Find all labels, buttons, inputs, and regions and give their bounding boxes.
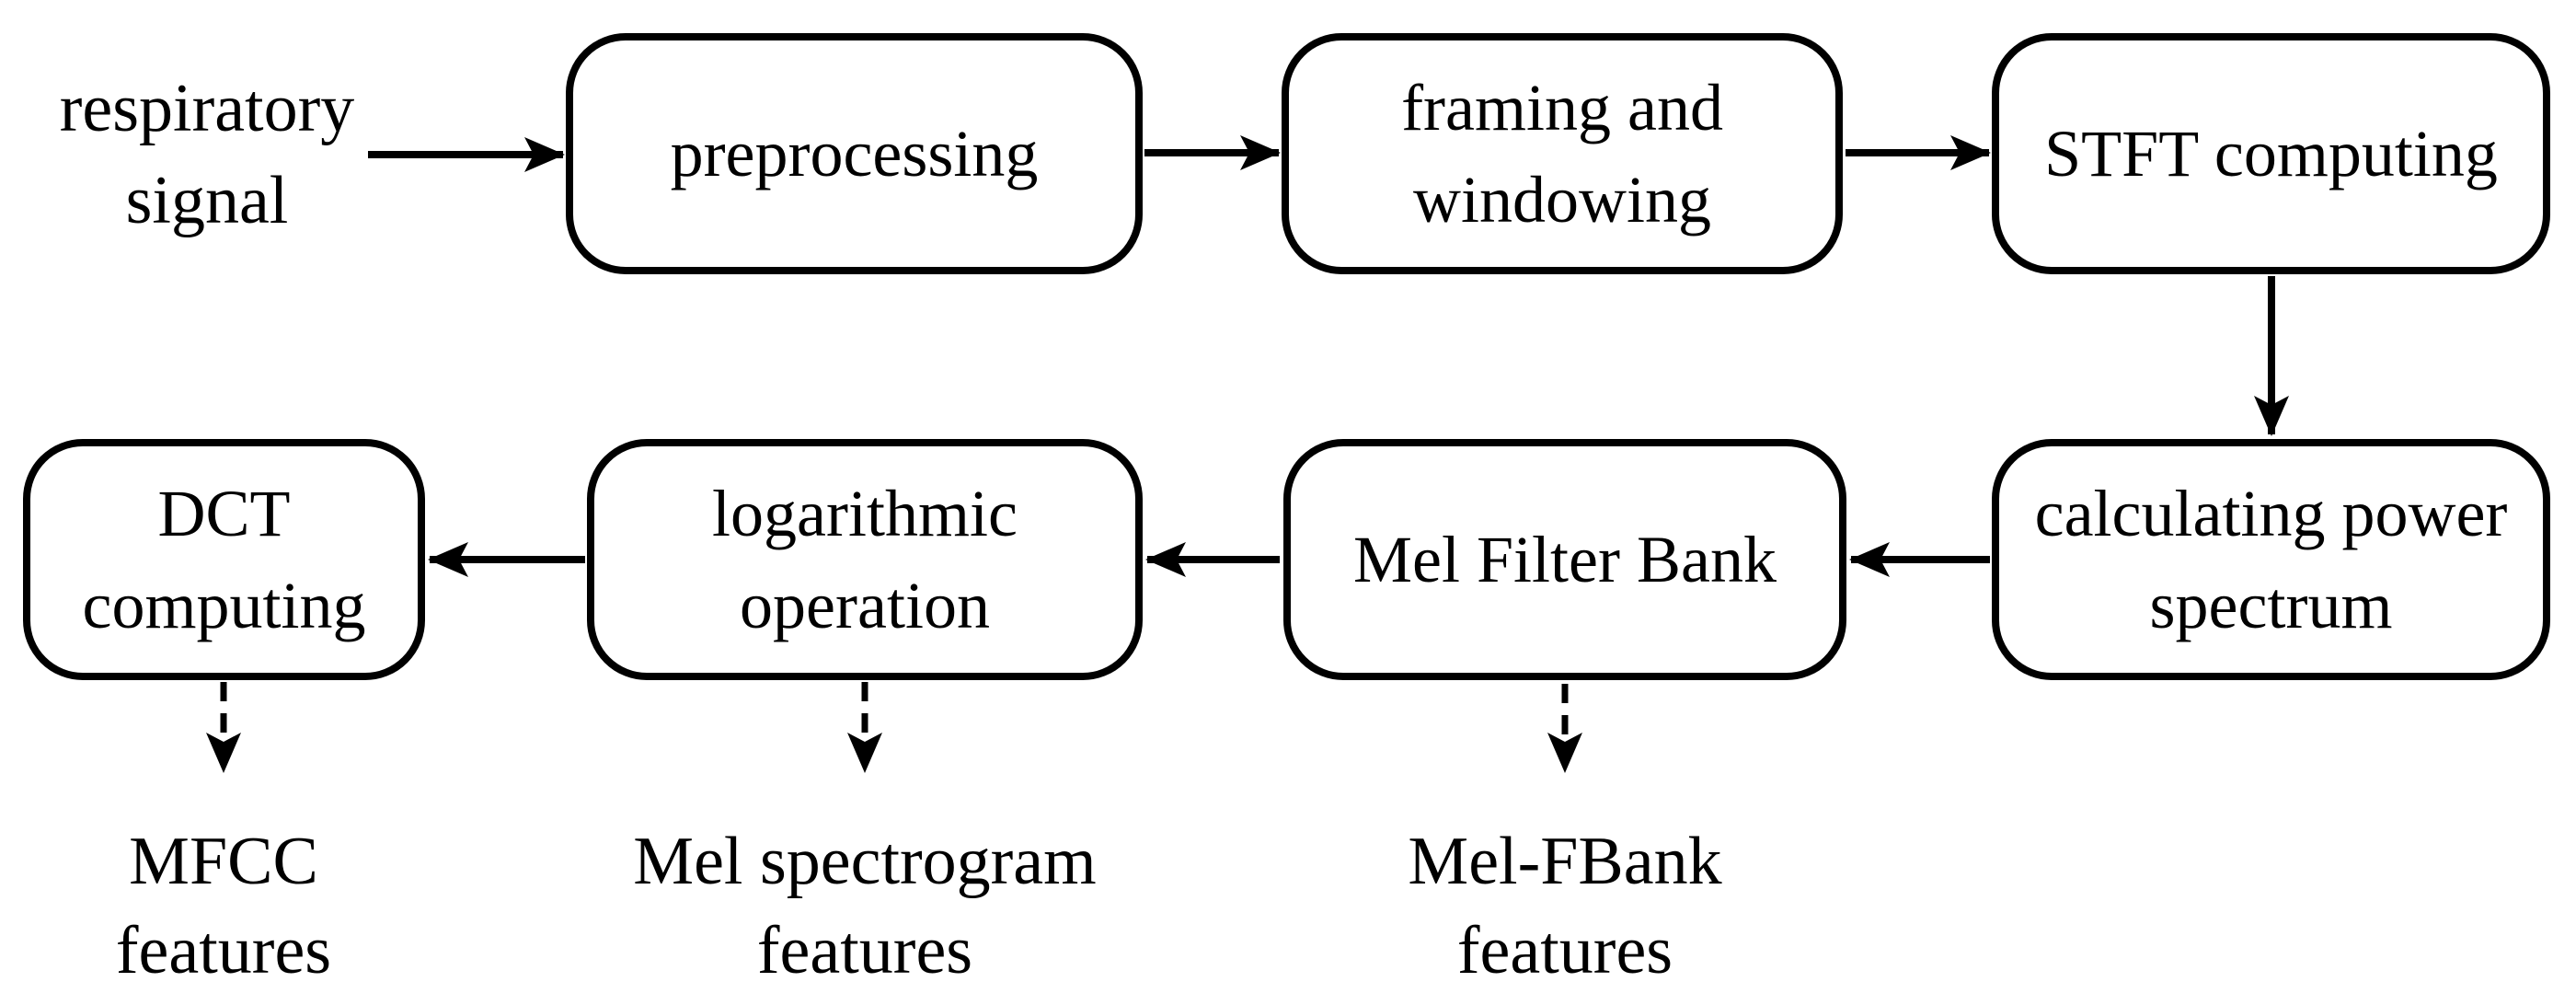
node-dct-computing: DCT computing [23,439,425,680]
node-stft-computing: STFT computing [1992,33,2550,274]
label-line: features [115,913,332,988]
node-label: DCT [157,477,291,550]
node-framing-windowing: framing and windowing [1282,33,1843,274]
node-label: preprocessing [670,117,1039,191]
node-label: STFT computing [2044,117,2498,191]
label-line: respiratory [59,71,355,146]
label-line: features [1456,913,1673,988]
node-preprocessing: preprocessing [566,33,1143,274]
node-label: Mel Filter Bank [1353,523,1777,596]
label-mel-spectrogram-features: Mel spectrogram features [570,817,1159,996]
node-label: computing [82,569,366,642]
node-logarithmic-operation: logarithmic operation [587,439,1143,680]
label-line: signal [125,163,289,238]
node-label: framing and [1401,71,1723,144]
label-line: MFCC [129,824,318,899]
label-respiratory-signal: respiratory signal [0,63,501,247]
label-mfcc-features: MFCC features [0,817,518,996]
node-label: windowing [1413,163,1711,237]
node-mel-filter-bank: Mel Filter Bank [1283,439,1846,680]
node-calculating-power-spectrum: calculating power spectrum [1992,439,2550,680]
node-label: calculating power [2034,477,2508,550]
label-mel-fbank-features: Mel-FBank features [1271,817,1859,996]
node-label: operation [740,569,990,642]
node-label: logarithmic [712,477,1018,550]
label-line: Mel-FBank [1408,824,1722,899]
label-line: Mel spectrogram [633,824,1097,899]
node-label: spectrum [2149,569,2393,642]
label-line: features [756,913,973,988]
